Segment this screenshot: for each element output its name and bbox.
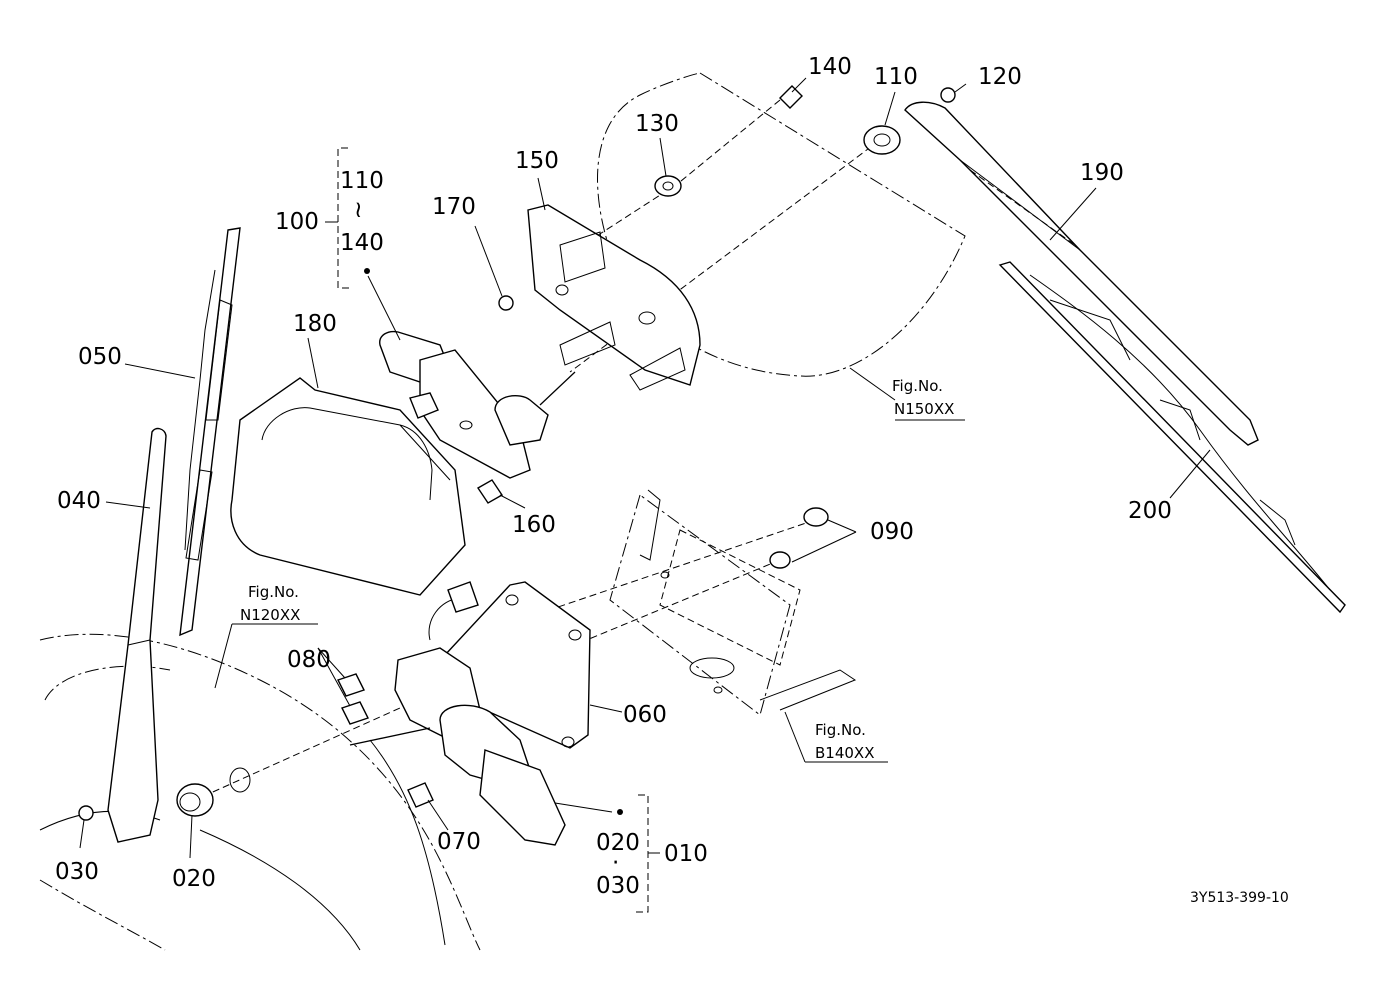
fig-ref-n150: N150XX bbox=[894, 400, 954, 418]
grommet-020 bbox=[176, 783, 214, 817]
nut-120 bbox=[940, 87, 956, 103]
rear-wiper-blade-200 bbox=[998, 261, 1346, 614]
drawing-code: 3Y513-399-10 bbox=[1190, 890, 1289, 906]
bolt-140 bbox=[779, 85, 803, 109]
callout-060: 060 bbox=[623, 702, 667, 728]
bolt-080 bbox=[337, 673, 369, 725]
callout-020-range: 020 bbox=[596, 830, 640, 856]
rear-wiper-arm-190 bbox=[904, 101, 1259, 446]
callout-010: 010 bbox=[664, 841, 708, 867]
callout-070: 070 bbox=[437, 829, 481, 855]
callout-030-range: 030 bbox=[596, 873, 640, 899]
assembly-bracket-100 bbox=[325, 147, 352, 289]
nut-030 bbox=[78, 805, 94, 821]
callout-110-top: 110 bbox=[874, 64, 918, 90]
frame-bracket-outline bbox=[609, 489, 857, 716]
callout-030: 030 bbox=[55, 859, 99, 885]
callout-080: 080 bbox=[287, 647, 331, 673]
leader-lines bbox=[79, 77, 1211, 859]
leader-dots bbox=[364, 268, 623, 815]
callout-140-top: 140 bbox=[808, 54, 852, 80]
callout-150: 150 bbox=[515, 148, 559, 174]
callout-100: 100 bbox=[275, 209, 319, 235]
grommet-110 bbox=[863, 125, 901, 155]
washer-090 bbox=[769, 507, 829, 569]
callout-020: 020 bbox=[172, 866, 216, 892]
wiper-arm-040 bbox=[107, 427, 167, 843]
callout-180: 180 bbox=[293, 311, 337, 337]
callout-140-range: 140 bbox=[340, 230, 384, 256]
wiper-motor-010 bbox=[349, 581, 566, 846]
rear-wiper-motor-100 bbox=[379, 330, 576, 479]
motor-cover-180 bbox=[230, 377, 466, 596]
fig-label-b140: Fig.No. bbox=[815, 721, 866, 739]
fig-ref-b140: B140XX bbox=[815, 744, 874, 762]
callout-200: 200 bbox=[1128, 498, 1172, 524]
cab-body-outline bbox=[39, 633, 481, 951]
bracket-plate-150 bbox=[527, 204, 701, 391]
bolt-070 bbox=[407, 782, 434, 808]
assembly-bracket-010 bbox=[632, 794, 660, 913]
washer-130 bbox=[654, 175, 682, 197]
callout-160: 160 bbox=[512, 512, 556, 538]
fig-label-n120: Fig.No. bbox=[248, 583, 299, 601]
bolt-160 bbox=[477, 479, 503, 504]
fig-ref-n120: N120XX bbox=[240, 606, 300, 624]
dot-separator: · bbox=[612, 850, 619, 876]
nut-170 bbox=[498, 295, 514, 311]
fig-label-n150: Fig.No. bbox=[892, 377, 943, 395]
oring-020-seal bbox=[229, 767, 251, 793]
callout-170: 170 bbox=[432, 194, 476, 220]
callout-130: 130 bbox=[635, 111, 679, 137]
callout-040: 040 bbox=[57, 488, 101, 514]
callout-050: 050 bbox=[78, 344, 122, 370]
callout-120: 120 bbox=[978, 64, 1022, 90]
callout-090: 090 bbox=[870, 519, 914, 545]
wiper-blade-050 bbox=[179, 227, 241, 637]
callout-190: 190 bbox=[1080, 160, 1124, 186]
range-separator: ≀ bbox=[354, 197, 363, 223]
callout-110-range: 110 bbox=[340, 168, 384, 194]
